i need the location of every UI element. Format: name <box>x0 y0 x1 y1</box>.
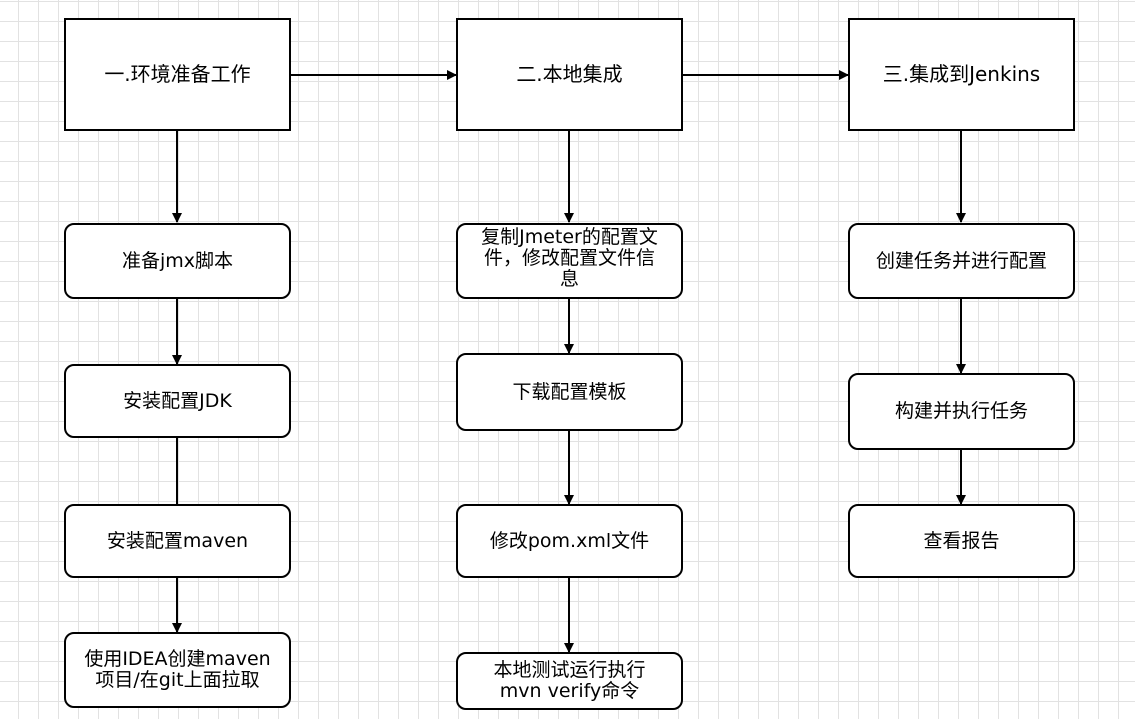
view-report-node[interactable]: 查看报告 <box>848 504 1075 578</box>
create-task-configure-label: 创建任务并进行配置 <box>875 249 1047 272</box>
create-task-configure-node[interactable]: 创建任务并进行配置 <box>848 223 1075 299</box>
step-1-label: 一.环境准备工作 <box>104 62 251 86</box>
view-report-label: 查看报告 <box>923 529 1000 552</box>
build-execute-task-label: 构建并执行任务 <box>894 400 1028 422</box>
download-config-template-node[interactable]: 下载配置模板 <box>456 353 683 431</box>
prepare-jmx-script-node[interactable]: 准备jmx脚本 <box>64 223 291 299</box>
step-2-label: 二.本地集成 <box>516 62 623 86</box>
local-test-run-node[interactable]: 本地测试运行执行 mvn verify命令 <box>456 652 683 710</box>
step-3-jenkins-integration[interactable]: 三.集成到Jenkins <box>848 18 1075 131</box>
copy-jmeter-config-label: 复制Jmeter的配置文 件，修改配置文件信 息 <box>481 226 658 290</box>
create-maven-project-node[interactable]: 使用IDEA创建maven 项目/在git上面拉取 <box>64 632 291 708</box>
step-2-local-integration[interactable]: 二.本地集成 <box>456 18 683 131</box>
modify-pom-label: 修改pom.xml文件 <box>489 529 650 552</box>
build-execute-task-node[interactable]: 构建并执行任务 <box>848 373 1075 450</box>
install-maven-node[interactable]: 安装配置maven <box>64 504 291 578</box>
local-test-run-label: 本地测试运行执行 mvn verify命令 <box>493 659 646 702</box>
modify-pom-node[interactable]: 修改pom.xml文件 <box>456 504 683 578</box>
prepare-jmx-script-label: 准备jmx脚本 <box>121 249 234 272</box>
install-jdk-label: 安装配置JDK <box>123 389 232 412</box>
create-maven-project-label: 使用IDEA创建maven 项目/在git上面拉取 <box>84 648 271 691</box>
step-1-environment-prep[interactable]: 一.环境准备工作 <box>64 18 291 131</box>
download-config-template-label: 下载配置模板 <box>512 380 627 403</box>
copy-jmeter-config-node[interactable]: 复制Jmeter的配置文 件，修改配置文件信 息 <box>456 223 683 299</box>
install-maven-label: 安装配置maven <box>106 529 249 552</box>
step-3-label: 三.集成到Jenkins <box>882 62 1041 86</box>
install-jdk-node[interactable]: 安装配置JDK <box>64 364 291 438</box>
